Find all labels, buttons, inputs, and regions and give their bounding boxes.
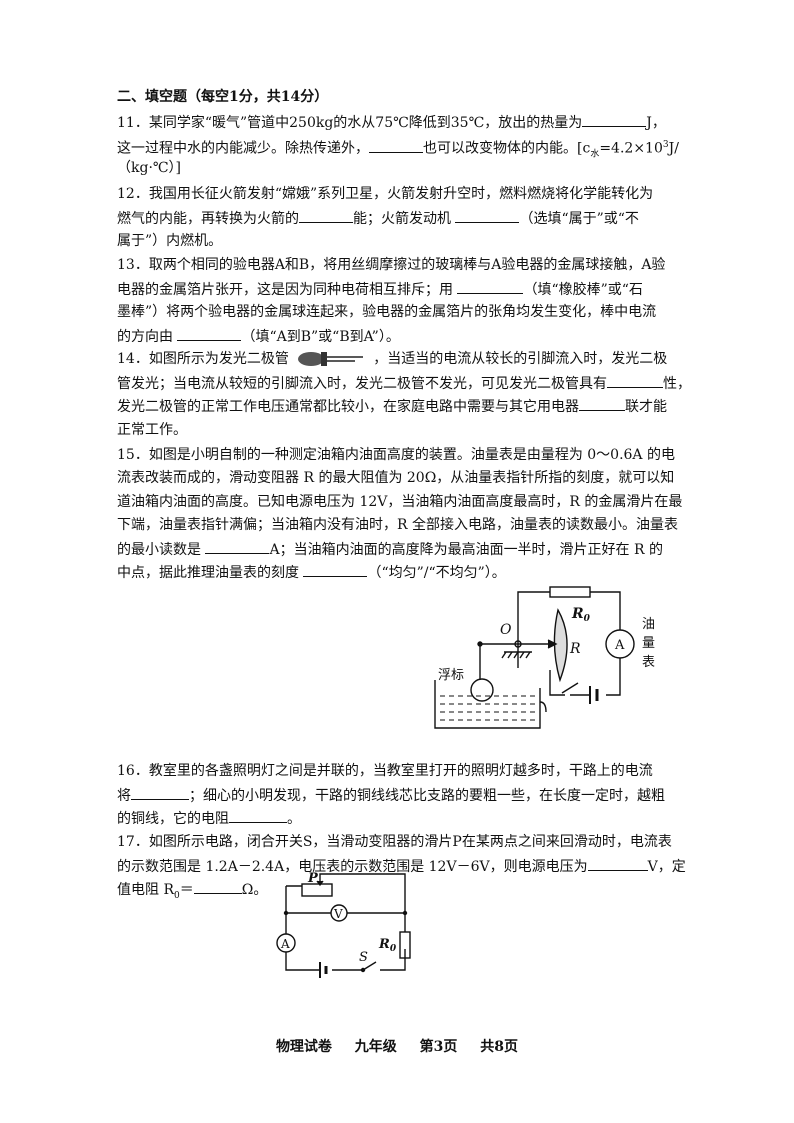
ammeter-icon bbox=[276, 933, 296, 953]
svg-text:V: V bbox=[333, 907, 343, 921]
float-icon bbox=[470, 678, 494, 702]
svg-text:浮标: 浮标 bbox=[438, 668, 464, 683]
svg-text:A: A bbox=[280, 937, 290, 951]
led-icon bbox=[298, 352, 364, 366]
svg-text:表: 表 bbox=[642, 655, 655, 670]
resistor-r0 bbox=[549, 586, 591, 598]
answer-blank[interactable] bbox=[205, 538, 270, 554]
answer-blank[interactable] bbox=[457, 278, 524, 294]
answer-blank[interactable] bbox=[229, 807, 287, 823]
section-title: 二、填空题（每空1分，共14分） bbox=[117, 89, 329, 105]
answer-blank[interactable] bbox=[582, 111, 647, 127]
svg-text:量: 量 bbox=[642, 636, 655, 651]
answer-blank[interactable] bbox=[303, 561, 368, 577]
answer-blank[interactable] bbox=[193, 878, 242, 894]
circuit-diagram: P V A R0 S bbox=[276, 871, 411, 978]
answer-blank[interactable] bbox=[299, 207, 353, 223]
answer-blank[interactable] bbox=[607, 372, 663, 388]
svg-text:P: P bbox=[307, 871, 319, 886]
rheostat bbox=[301, 883, 333, 897]
svg-text:S: S bbox=[359, 950, 368, 965]
answer-blank[interactable] bbox=[369, 137, 423, 153]
page-footer: 物理试卷 九年级 第3页 共8页 bbox=[275, 1039, 519, 1055]
svg-text:R0: R0 bbox=[571, 606, 591, 624]
oil-gauge-diagram: R0 O R A 油 量 表 浮标 bbox=[434, 586, 655, 729]
svg-text:油: 油 bbox=[642, 617, 655, 632]
answer-blank[interactable] bbox=[455, 207, 520, 223]
svg-text:A: A bbox=[614, 638, 625, 653]
answer-blank[interactable] bbox=[131, 784, 189, 800]
resistor-r0 bbox=[399, 931, 411, 959]
svg-text:R: R bbox=[569, 641, 581, 657]
answer-blank[interactable] bbox=[579, 395, 625, 411]
ammeter-icon bbox=[605, 629, 635, 659]
answer-blank[interactable] bbox=[587, 855, 648, 871]
voltmeter-icon bbox=[330, 904, 348, 922]
svg-text:R0: R0 bbox=[378, 937, 397, 954]
svg-text:O: O bbox=[500, 622, 512, 638]
answer-blank[interactable] bbox=[177, 325, 242, 341]
